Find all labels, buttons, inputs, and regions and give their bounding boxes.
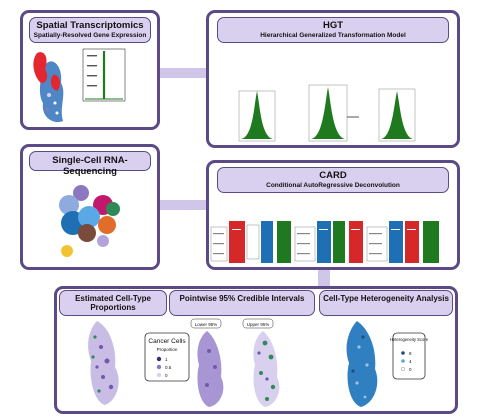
scrna-panel: Single-Cell RNA-Sequencing bbox=[20, 144, 160, 270]
card-panel: CARD Conditional AutoRegressive Deconvol… bbox=[206, 160, 460, 270]
upper-tag-label: Upper 95% bbox=[247, 322, 270, 327]
heterogeneity-map bbox=[346, 321, 378, 407]
matrix-white-1 bbox=[246, 224, 260, 260]
hgt-distributions bbox=[238, 84, 416, 142]
hgt-panel: HGT Hierarchical Generalized Transformat… bbox=[206, 10, 460, 148]
cancer-legend-subtitle: Proportion bbox=[157, 347, 178, 352]
connector-spatial-hgt bbox=[160, 68, 206, 78]
matrix-red-3 bbox=[405, 221, 419, 263]
card-subtitle: Conditional AutoRegressive Deconvolution bbox=[266, 181, 400, 189]
het-legend-level-2: 4 bbox=[409, 359, 412, 364]
pointwise-title-pill: Pointwise 95% Credible Intervals bbox=[169, 290, 315, 316]
connector-card-bottom bbox=[318, 265, 330, 287]
card-matrices bbox=[210, 221, 439, 263]
matrix-blue-3 bbox=[389, 221, 403, 263]
heterogeneity-title: Cell-Type Heterogeneity Analysis bbox=[323, 294, 449, 303]
cluster-lavender bbox=[97, 235, 109, 247]
matrix-red-1 bbox=[229, 221, 245, 263]
heterogeneity-legend-box bbox=[392, 332, 426, 380]
matrix-green-1 bbox=[277, 221, 291, 263]
cancer-legend-title: Cancer Cells bbox=[148, 338, 186, 345]
matrix-green-2 bbox=[333, 221, 345, 263]
spatial-title-pill: Spatial Transcriptomics Spatially-Resolv… bbox=[29, 17, 151, 43]
expression-plot-frame bbox=[82, 48, 126, 102]
matrix-red-2 bbox=[349, 221, 363, 263]
spatial-illustration bbox=[33, 48, 126, 123]
lower-tag-label: Lower 95% bbox=[195, 322, 218, 327]
matrix-blue-1 bbox=[261, 221, 273, 263]
connector-scrna-card bbox=[160, 200, 206, 210]
results-panel: Estimated Cell-Type Proportions Pointwis… bbox=[54, 286, 458, 414]
spatial-subtitle: Spatially-Resolved Gene Expression bbox=[33, 31, 147, 39]
scrna-cluster-plot bbox=[59, 185, 120, 257]
lower-tag bbox=[190, 318, 222, 329]
scrna-title: Single-Cell RNA-Sequencing bbox=[52, 155, 128, 177]
results-maps: Cancer Cells Proportion 1 0.5 0 Lower 95… bbox=[88, 318, 429, 407]
cancer-legend-box bbox=[144, 332, 190, 382]
upper-tag bbox=[242, 318, 274, 329]
het-legend-level-1: 8 bbox=[409, 351, 412, 356]
hgt-title: HGT bbox=[322, 20, 344, 31]
cancer-legend-level-2: 0.5 bbox=[165, 365, 172, 370]
lower-map bbox=[197, 331, 224, 407]
tissue-red-shape-2 bbox=[50, 74, 60, 91]
heterogeneity-legend-title: Heterogeneity Score bbox=[390, 337, 429, 342]
cluster-lightblue bbox=[59, 195, 79, 215]
tissue-red-shape bbox=[33, 52, 48, 84]
hgt-distribution-2 bbox=[308, 84, 348, 142]
cluster-purple bbox=[73, 185, 89, 201]
cluster-brown bbox=[78, 224, 96, 242]
estimated-title-pill: Estimated Cell-Type Proportions bbox=[59, 290, 167, 316]
matrix-green-3 bbox=[423, 221, 439, 263]
scrna-title-pill: Single-Cell RNA-Sequencing bbox=[29, 151, 151, 177]
cluster-green bbox=[106, 202, 120, 216]
spatial-transcriptomics-panel: Spatial Transcriptomics Spatially-Resolv… bbox=[20, 10, 160, 130]
card-title-pill: CARD Conditional AutoRegressive Deconvol… bbox=[217, 167, 449, 193]
spatial-title: Spatial Transcriptomics bbox=[36, 20, 144, 31]
estimated-map bbox=[88, 321, 119, 405]
pointwise-title: Pointwise 95% Credible Intervals bbox=[179, 294, 305, 303]
cluster-yellow bbox=[61, 245, 73, 257]
cluster-orange bbox=[98, 216, 116, 234]
cancer-legend-level-1: 1 bbox=[165, 357, 168, 362]
het-legend-level-3: 0 bbox=[409, 367, 412, 372]
hgt-subtitle: Hierarchical Generalized Transformation … bbox=[260, 31, 406, 39]
card-title: CARD bbox=[319, 170, 347, 181]
estimated-title: Estimated Cell-Type Proportions bbox=[75, 294, 151, 313]
heterogeneity-title-pill: Cell-Type Heterogeneity Analysis bbox=[319, 290, 453, 316]
hgt-distribution-3 bbox=[378, 88, 416, 142]
matrix-blue-2 bbox=[317, 221, 331, 263]
cancer-legend-level-3: 0 bbox=[165, 373, 168, 378]
hgt-title-pill: HGT Hierarchical Generalized Transformat… bbox=[217, 17, 449, 43]
cluster-skyblue bbox=[78, 206, 100, 228]
hgt-distribution-1 bbox=[238, 90, 276, 142]
